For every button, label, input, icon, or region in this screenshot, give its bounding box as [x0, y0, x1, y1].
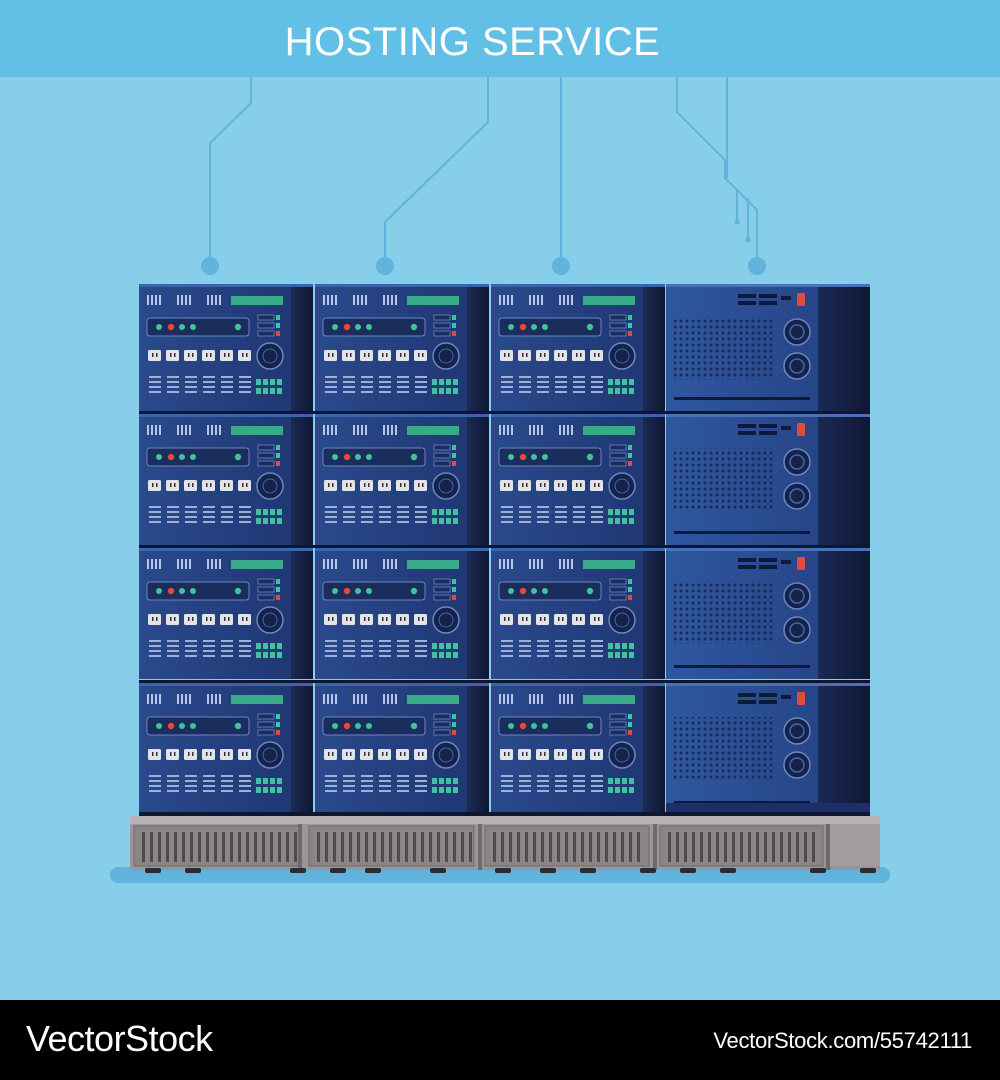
data-server-unit [315, 548, 489, 679]
storage-server-unit [666, 683, 870, 815]
server-rack [139, 284, 870, 816]
data-server-unit [315, 414, 489, 545]
data-server-unit [491, 548, 665, 679]
data-server-unit [491, 414, 665, 545]
data-server-unit [139, 683, 313, 815]
page-title: HOSTING SERVICE [284, 20, 661, 64]
data-server-unit [491, 683, 665, 815]
rack-base [130, 816, 880, 873]
wire-nodes [201, 219, 766, 275]
storage-server-unit [666, 548, 870, 679]
data-server-unit [491, 284, 665, 411]
data-server-unit [139, 414, 313, 545]
header-bar [0, 0, 1000, 77]
data-server-unit [315, 683, 489, 815]
footer-image-id: VectorStock.com/55742111 [713, 1028, 972, 1053]
storage-server-unit [666, 414, 870, 545]
data-server-unit [315, 284, 489, 411]
server-rack-illustration [110, 77, 890, 883]
data-server-unit [139, 548, 313, 679]
data-server-unit [139, 284, 313, 411]
footer-bar: VectorStock VectorStock.com/55742111 [0, 1000, 1000, 1080]
storage-server-unit [666, 284, 870, 411]
footer-brand: VectorStock [26, 1018, 213, 1059]
network-wires [209, 77, 758, 262]
